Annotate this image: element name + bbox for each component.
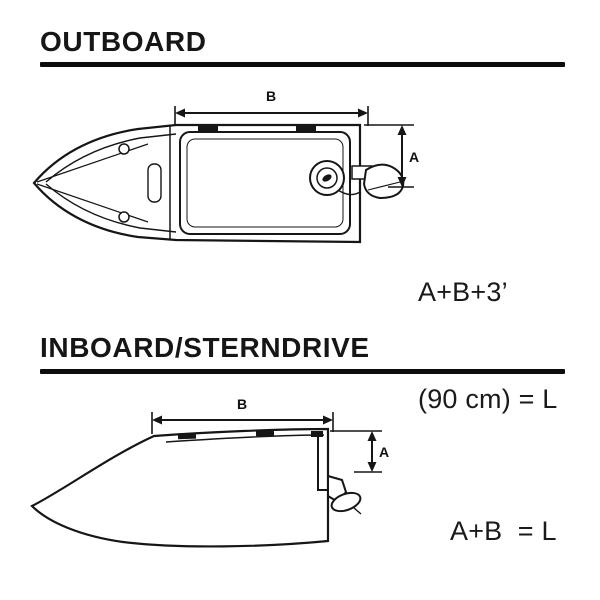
inboard-boat-diagram: B A [30,396,389,548]
outboard-section-divider [40,62,565,67]
outboard-dim-a-label: A [409,149,419,165]
motor-cowling [362,163,405,200]
sterndrive-lower-unit [330,491,362,513]
gunwale-fitting-right [296,125,316,131]
console-seat [147,163,162,203]
outboard-dimension-b: B [174,88,369,126]
inboard-dimension-b: B [151,396,334,434]
outboard-hull-top-view [32,123,362,244]
outboard-formula-line2: (90 cm) = L [418,384,558,415]
inboard-section-divider [40,369,565,374]
outboard-motor [309,160,405,200]
outboard-dim-b-label: B [266,88,276,104]
inboard-formula: A+B = L [450,516,557,546]
deck-fitting-right [255,429,275,437]
inboard-section-title: INBOARD/STERNDRIVE [40,332,370,363]
gunwale-fitting-left [198,125,218,131]
cockpit-liner [179,131,351,235]
bow-cleat-starboard [118,211,130,223]
deck-fitting-left [177,432,197,440]
outboard-dimension-a: A [364,124,419,188]
outboard-formula: A+B+3’ (90 cm) = L [418,204,558,489]
outboard-formula-line1: A+B+3’ [418,277,508,308]
inboard-hull-side-view [30,427,330,548]
bow-cleat-port [118,143,130,155]
outboard-section-title: OUTBOARD [40,26,207,57]
inboard-dim-a-label: A [379,444,389,460]
transom-bracket [317,432,328,491]
inboard-dim-b-label: B [237,396,247,412]
sterndrive-unit [327,474,362,515]
outboard-boat-diagram: B [32,88,419,244]
inboard-dimension-a: A [330,430,389,473]
